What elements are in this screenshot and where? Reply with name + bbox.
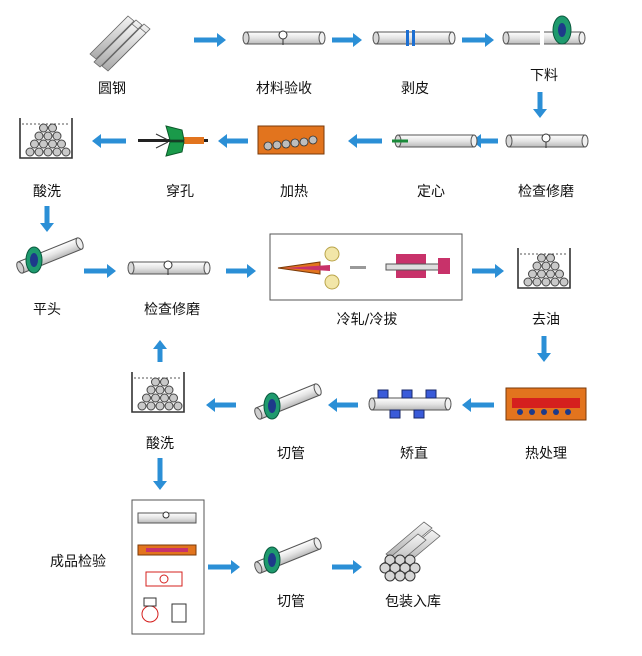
- arrow-head: [92, 134, 101, 148]
- flow-arrow: [537, 336, 551, 362]
- flow-arrow: [40, 206, 54, 232]
- arrow-head: [206, 398, 215, 412]
- peeling-pipe-icon: [372, 30, 456, 46]
- step-label-straightening: 矫直: [400, 446, 428, 462]
- pickling-tank-icon: [19, 117, 73, 159]
- pickling-tank-icon: [131, 371, 185, 413]
- cutter-disc-icon: [252, 382, 324, 421]
- cutter-disc-icon: [14, 236, 86, 275]
- arrow-head: [328, 398, 337, 412]
- pipe-icon: [242, 30, 326, 45]
- step-label-head-flattening: 平头: [33, 302, 61, 318]
- flow-arrow: [472, 264, 504, 278]
- arrow-head: [107, 264, 116, 278]
- flow-arrow: [153, 340, 167, 362]
- arrow-head: [153, 481, 167, 490]
- pickling-tank-icon: [517, 247, 571, 289]
- step-label-packaging: 包装入库: [385, 594, 441, 610]
- arrow-head: [217, 33, 226, 47]
- step-label-piercing: 穿孔: [166, 184, 194, 200]
- cutter-disc-icon: [252, 536, 324, 575]
- step-label-centering: 定心: [417, 184, 445, 200]
- step-label-pickling-2: 酸洗: [146, 436, 174, 452]
- arrow-head: [348, 134, 357, 148]
- arrow-head: [353, 33, 362, 47]
- flow-arrow: [194, 33, 226, 47]
- arrow-head: [462, 398, 471, 412]
- flow-arrows: [40, 33, 551, 574]
- step-label-inspect-grind-2: 检查修磨: [144, 302, 200, 318]
- step-label-pickling-1: 酸洗: [33, 184, 61, 200]
- flow-arrow: [84, 264, 116, 278]
- flow-arrow: [462, 33, 494, 47]
- step-label-pipe-cutting-2: 切管: [277, 594, 305, 610]
- arrow-head: [495, 264, 504, 278]
- flow-arrow: [332, 560, 362, 574]
- arrow-head: [485, 33, 494, 47]
- flow-arrow: [533, 92, 547, 118]
- arrow-head: [533, 109, 547, 118]
- step-label-pipe-cutting-1: 切管: [277, 446, 305, 462]
- flow-arrow: [206, 398, 236, 412]
- pipe-icon: [392, 134, 478, 148]
- pipe-bundle-icon: [379, 521, 441, 582]
- flow-arrow: [348, 134, 382, 148]
- flow-arrow: [218, 134, 248, 148]
- arrow-head: [218, 134, 227, 148]
- step-label-blanking: 下料: [530, 68, 558, 84]
- step-label-inspection-receiving: 材料验收: [256, 81, 312, 97]
- step-label-heating: 加热: [280, 184, 308, 200]
- step-label-heat-treatment: 热处理: [525, 446, 567, 462]
- heat-treatment-furnace-icon: [505, 387, 587, 421]
- arrow-head: [153, 340, 167, 349]
- cutter-disc-icon: [502, 15, 586, 46]
- flow-arrow: [208, 560, 240, 574]
- arrow-head: [537, 353, 551, 362]
- step-label-inspect-grind-1: 检查修磨: [518, 184, 574, 200]
- step-label-final-inspection: 成品检验: [50, 554, 106, 570]
- cold-mill-icon: [269, 233, 463, 301]
- stacked-bars-icon: [89, 15, 151, 72]
- pipe-icon: [505, 133, 589, 148]
- step-icons: [14, 15, 589, 635]
- step-label-cold-roll-draw: 冷轧/冷拔: [336, 312, 398, 328]
- arrow-head: [247, 264, 256, 278]
- pipe-icon: [127, 260, 211, 275]
- flow-arrow: [462, 398, 494, 412]
- step-label-round-steel: 圆钢: [98, 81, 126, 97]
- inspection-panel-icon: [131, 499, 205, 635]
- flow-arrow: [226, 264, 256, 278]
- flow-arrow: [332, 33, 362, 47]
- arrow-head: [40, 223, 54, 232]
- step-label-peeling: 剥皮: [401, 81, 429, 97]
- flow-arrow: [92, 134, 126, 148]
- arrow-head: [231, 560, 240, 574]
- flow-arrow: [328, 398, 358, 412]
- step-label-degreasing: 去油: [532, 312, 560, 328]
- heating-furnace-icon: [257, 125, 325, 155]
- arrow-head: [353, 560, 362, 574]
- flow-arrow: [153, 458, 167, 490]
- straightener-rollers-icon: [368, 389, 452, 419]
- piercing-mill-icon: [138, 125, 208, 157]
